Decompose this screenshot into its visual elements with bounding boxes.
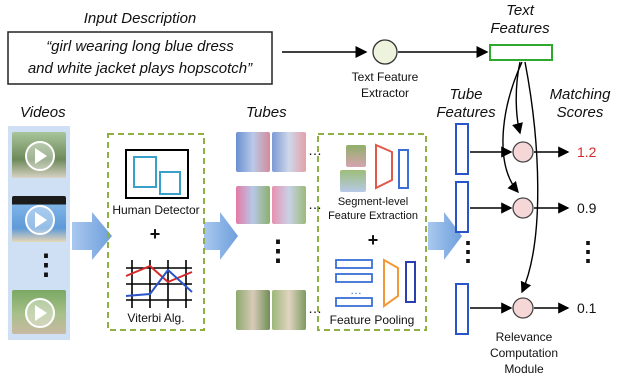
arrow-tubes-to-features <box>428 212 462 260</box>
text-feature-extractor-node <box>372 39 398 65</box>
tube-features-ellipsis: ⋮ <box>455 236 481 266</box>
videos-title: Videos <box>20 104 66 121</box>
input-description-title: Input Description <box>83 10 197 27</box>
tubes-title: Tubes <box>246 104 287 121</box>
human-detector-icon-box1 <box>133 156 157 188</box>
segment-net-red <box>375 143 393 190</box>
feature-extraction-box <box>317 133 427 331</box>
curve-to-node-3 <box>520 61 539 294</box>
input-description-box <box>7 31 273 85</box>
detector-plus: + <box>149 224 161 244</box>
tube-row-2-ellipsis: … <box>308 196 322 212</box>
relevance-label-1: Relevance <box>495 330 553 344</box>
pool-bar-3 <box>335 297 373 307</box>
input-description-line1: “girl wearing long blue dress <box>46 38 234 55</box>
relevance-label-2: Computation <box>489 346 559 360</box>
relevance-label-3: Module <box>504 362 544 376</box>
text-features-title-2: Features <box>490 20 550 37</box>
viterbi-path-blue <box>125 268 193 297</box>
text-features-title-1: Text <box>506 2 534 19</box>
tube-row-3-ellipsis: … <box>308 300 322 316</box>
pool-net-orange <box>383 258 399 308</box>
arrow-videos-to-detector <box>72 212 112 260</box>
segment-frame-1 <box>346 145 366 167</box>
relevance-node-1 <box>512 141 534 163</box>
curve-to-node-2 <box>502 61 523 194</box>
segment-net-out <box>398 149 409 189</box>
score-3: 0.1 <box>577 300 597 316</box>
input-description-line2: and white jacket plays hopscotch” <box>27 60 253 77</box>
viterbi-path-red <box>125 264 193 284</box>
feature-plus: + <box>367 230 379 250</box>
feature-pooling-label: Feature Pooling <box>329 313 415 327</box>
text-feature-extractor-label-2: Extractor <box>360 86 409 100</box>
score-1: 1.2 <box>577 144 597 160</box>
tube-row-1-ellipsis: … <box>308 142 322 158</box>
pool-ellipsis: … <box>350 283 362 297</box>
relevance-node-3 <box>512 297 534 319</box>
tracking-box <box>107 133 205 331</box>
nodes-ellipsis: ⋮ <box>575 236 601 266</box>
videos-ellipsis: ⋮ <box>32 249 60 280</box>
human-detector-icon-box2 <box>159 171 181 195</box>
arrow-detector-to-tubes <box>204 212 238 260</box>
human-detector-label: Human Detector <box>112 203 200 217</box>
viterbi-label: Viterbi Alg. <box>127 311 185 325</box>
tubes-ellipsis: ⋮ <box>264 235 292 266</box>
tube-feature-1 <box>455 123 469 175</box>
tube-row-1 <box>236 132 270 172</box>
pool-bar-2 <box>335 273 373 283</box>
tube-row-2b <box>272 186 306 224</box>
tube-features-title-2: Features <box>436 104 496 121</box>
play-triangle-2 <box>35 212 47 228</box>
viterbi-lattice-icon <box>126 260 192 308</box>
tube-row-3 <box>236 290 270 330</box>
score-2: 0.9 <box>577 200 597 216</box>
tube-row-2 <box>236 186 270 224</box>
tube-feature-2 <box>455 181 469 233</box>
tube-row-1b <box>272 132 306 172</box>
tube-feature-3 <box>455 283 469 335</box>
play-triangle-3 <box>35 305 47 321</box>
segment-frame-2 <box>340 170 366 192</box>
tube-row-3b <box>272 290 306 330</box>
segment-label-2: Feature Extraction <box>328 210 418 222</box>
pool-bar-1 <box>335 259 373 269</box>
pool-net-out <box>405 261 416 303</box>
text-feature-extractor-label-1: Text Feature <box>351 70 419 84</box>
play-triangle-1 <box>35 148 47 164</box>
segment-label-1: Segment-level <box>337 196 409 208</box>
matching-scores-title-2: Scores <box>556 104 604 121</box>
relevance-node-2 <box>512 197 534 219</box>
text-features-vector <box>489 44 553 61</box>
tube-features-title-1: Tube <box>449 86 483 103</box>
matching-scores-title-1: Matching <box>549 86 611 103</box>
